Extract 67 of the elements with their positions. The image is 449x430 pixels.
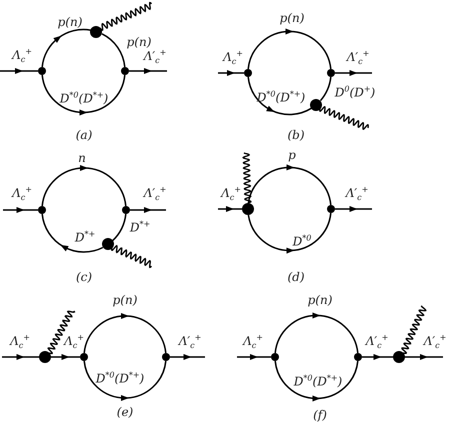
propagator-line: [130, 207, 166, 213]
propagator-line: [274, 312, 359, 354]
particle-label: D$^{*0}$: [292, 232, 312, 248]
panel-caption: (d): [287, 270, 305, 284]
propagator-line: [51, 354, 80, 360]
propagator-line: [405, 354, 443, 360]
particle-label: D$^{*0}$(D$^{*+}$): [96, 370, 144, 386]
particle-label: D$^{0}$(D$^{+}$): [334, 84, 376, 100]
vertex-dot: [90, 26, 102, 38]
particle-label: p(n): [58, 15, 82, 29]
propagator-line: [83, 313, 167, 354]
propagator-line: [248, 164, 332, 206]
vertex-dot: [244, 69, 252, 77]
vertex-dot: [327, 69, 335, 77]
particle-label: n: [78, 151, 86, 165]
panel-caption: (c): [76, 270, 92, 284]
propagator-line: [102, 33, 126, 68]
propagator-line: [3, 207, 38, 213]
propagator-line: [218, 70, 244, 76]
panel-caption: (f): [313, 408, 327, 422]
panel-caption: (a): [76, 128, 92, 142]
propagator-line: [129, 68, 167, 74]
propagator-line: [274, 360, 359, 402]
particle-label: D$^{*+}$: [74, 228, 96, 244]
particle-label: p: [288, 148, 296, 162]
propagator-line: [2, 354, 39, 360]
vertex-dot: [38, 67, 46, 75]
propagator-line: [0, 68, 38, 74]
propagator-line: [41, 214, 104, 253]
particle-label: D$^{*0}$(D$^{*+}$): [294, 372, 342, 388]
particle-label: p(n): [280, 11, 304, 25]
propagator-line: [335, 206, 372, 212]
vertex-dot: [393, 351, 405, 363]
vertex-dot: [242, 203, 254, 215]
particle-label: D$^{*+}$: [130, 218, 150, 234]
propagator-line: [237, 354, 271, 360]
propagator-line: [170, 354, 205, 360]
particle-label: p(n): [308, 293, 332, 307]
vertex-dot: [122, 206, 130, 214]
propagator-line: [41, 28, 91, 68]
vertex-dot: [102, 238, 114, 250]
propagator-line: [83, 360, 167, 401]
vertex-dot: [39, 351, 51, 363]
vertex-dot: [121, 67, 129, 75]
vertex-dot: [354, 353, 362, 361]
vertex-dot: [162, 353, 170, 361]
vertex-dot: [38, 206, 46, 214]
propagator-line: [320, 76, 332, 102]
propagator-line: [41, 74, 126, 116]
panel-caption: (e): [116, 405, 134, 419]
propagator-line: [247, 76, 312, 116]
vertex-dot: [310, 98, 322, 111]
particle-label: D$^{*0}$(D$^{*+}$): [60, 90, 108, 106]
panel-caption: (b): [287, 128, 305, 142]
propagator-line: [41, 165, 127, 206]
vertex-dot: [80, 353, 88, 361]
propagator-line: [248, 212, 332, 254]
particle-label: D$^{*0}$(D$^{*+}$): [256, 88, 306, 104]
propagator-line: [335, 70, 372, 76]
propagator-line: [362, 354, 393, 360]
vertex-dot: [271, 353, 279, 361]
vertex-dot: [327, 205, 335, 213]
particle-label: p(n): [112, 293, 138, 307]
propagator-line: [247, 28, 332, 70]
propagator-line: [112, 214, 127, 242]
particle-label: p(n): [126, 35, 152, 49]
propagator-line: [218, 206, 242, 212]
